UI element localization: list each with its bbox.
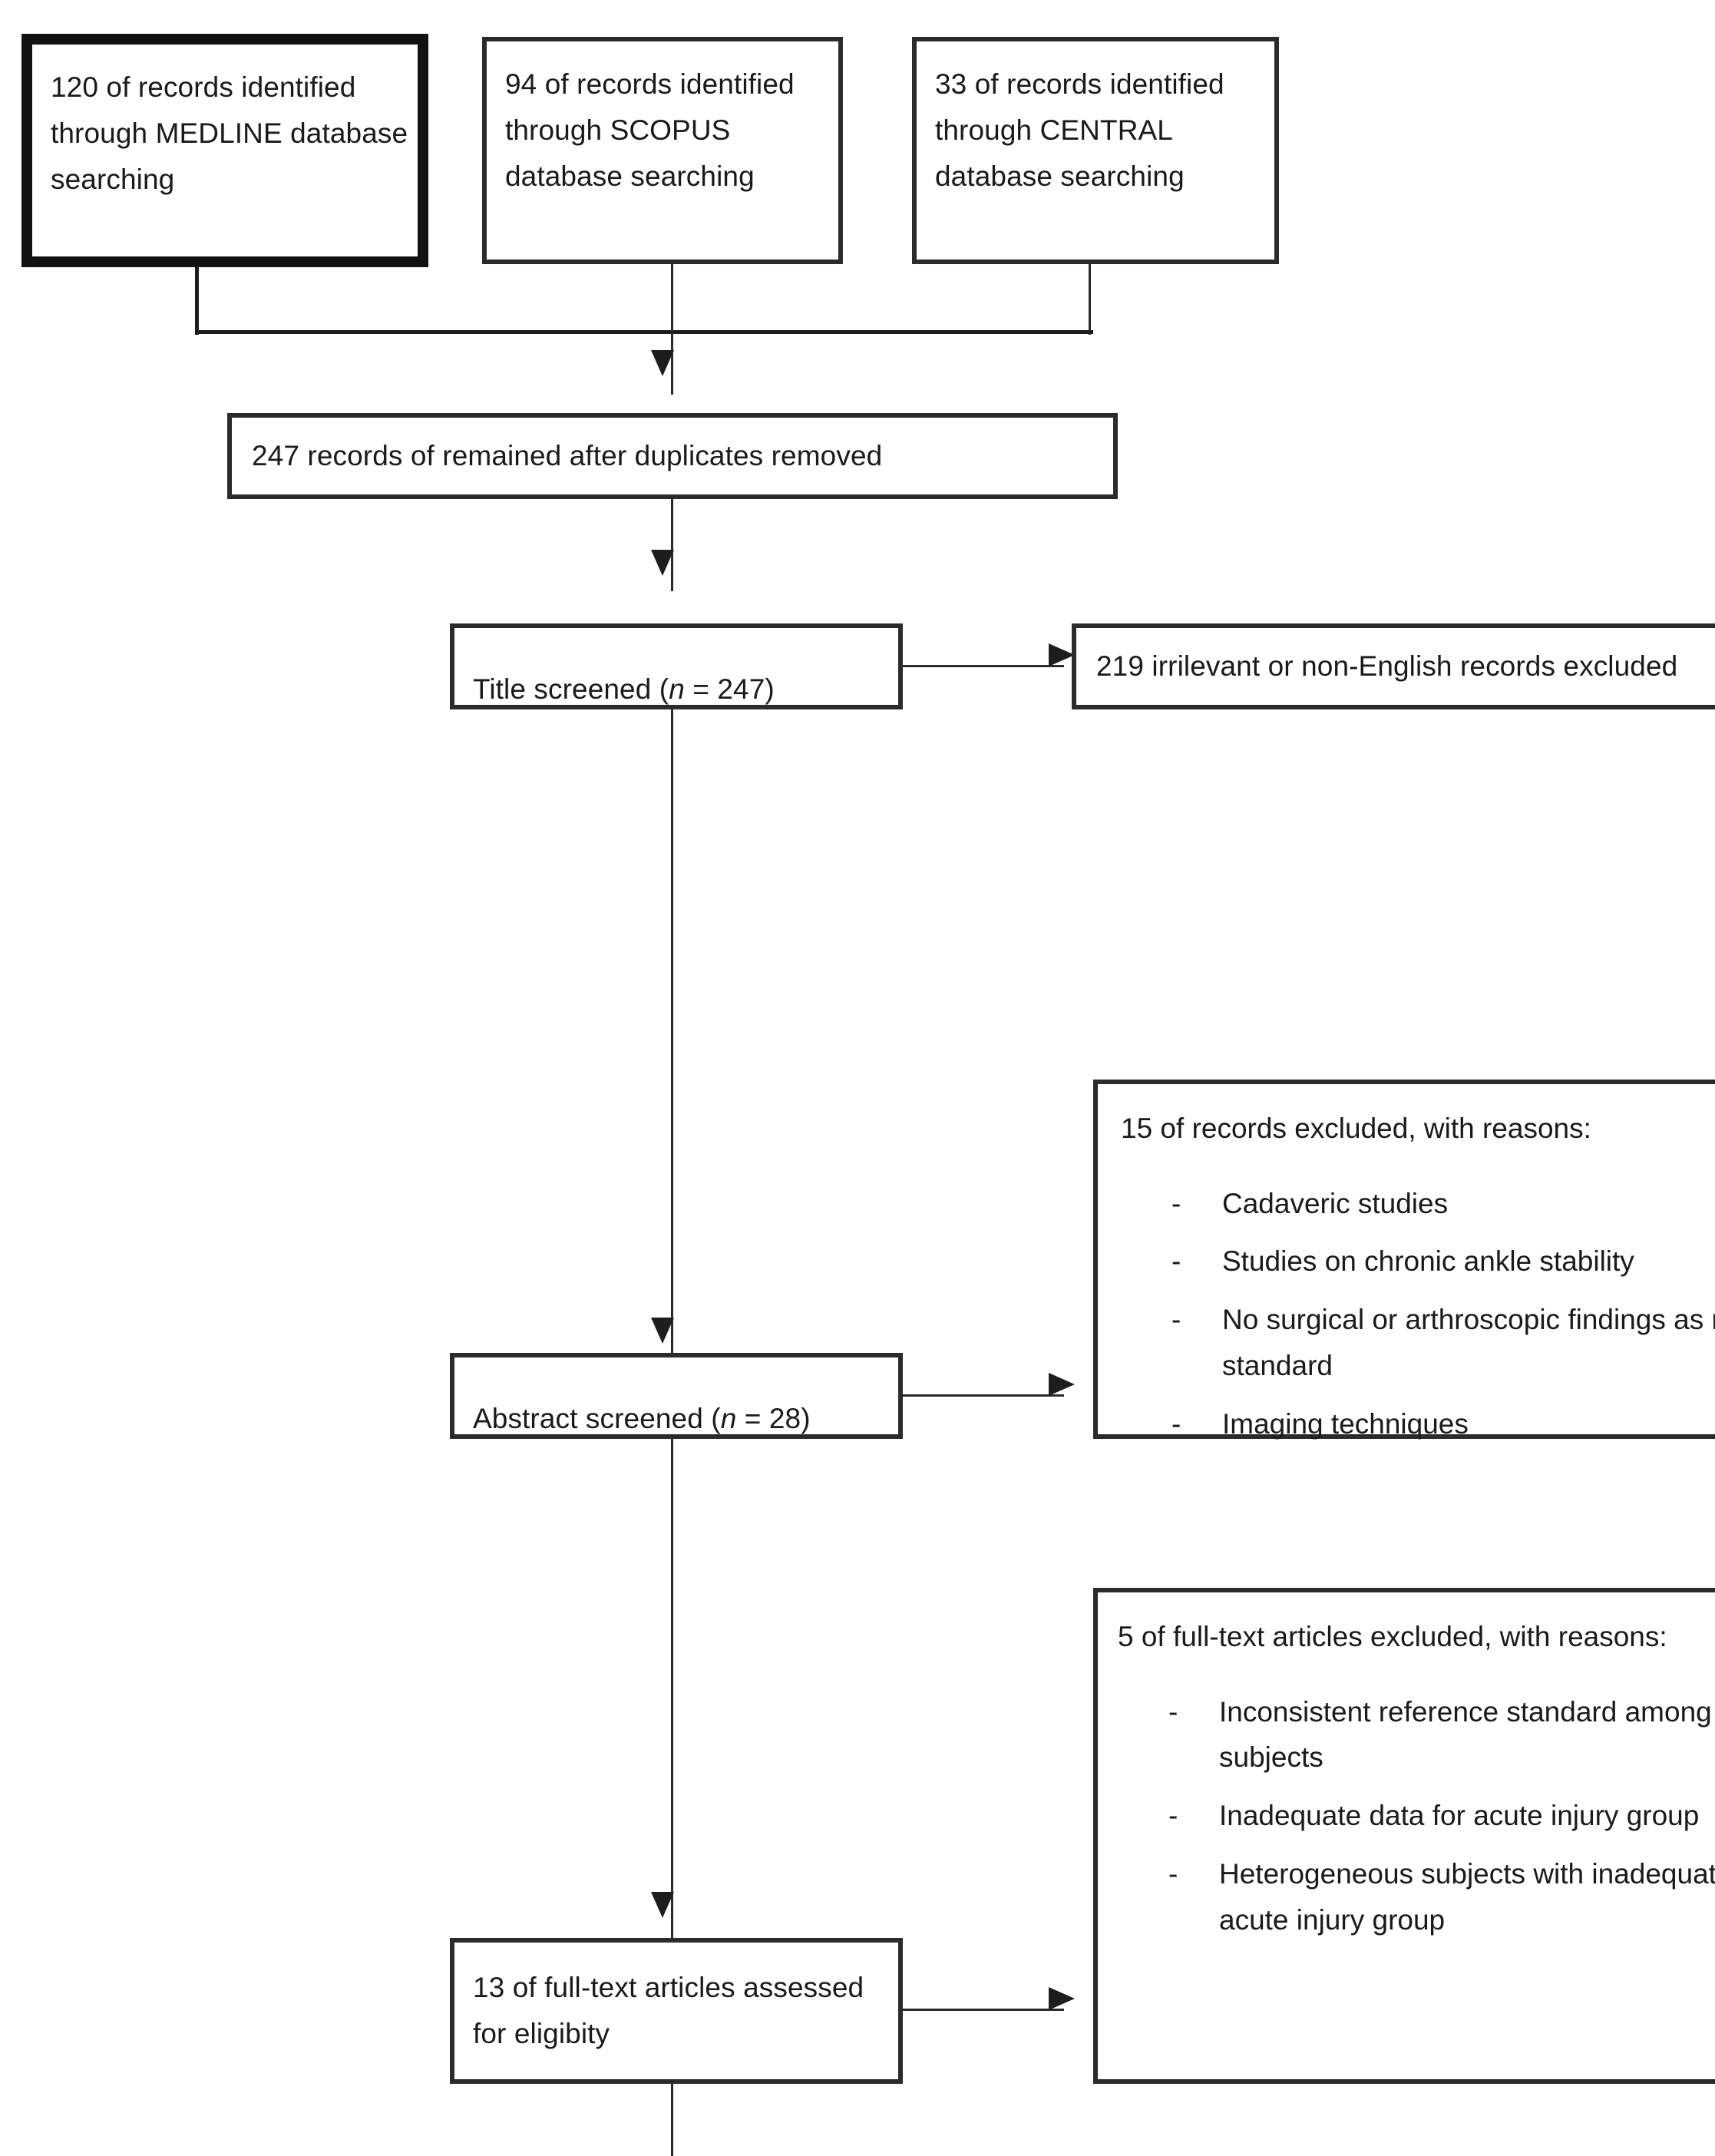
connector-fulltext-to-excluded	[903, 2009, 1064, 2011]
source-box-central: 33 of records identified through CENTRAL…	[912, 37, 1279, 264]
connector-merge-to-dedup	[671, 264, 673, 395]
title-screened-box: Title screened (n = 247)	[450, 623, 903, 709]
list-item: Inconsistent reference standard among th…	[1168, 1689, 1715, 1781]
fulltext-excluded-reason-list: Inconsistent reference standard among th…	[1118, 1689, 1715, 1944]
abstract-screened-suffix: = 28)	[736, 1403, 811, 1434]
source-box-scopus: 94 of records identified through SCOPUS …	[482, 37, 843, 264]
connector-title-to-abstract	[671, 709, 673, 1365]
title-excluded-text: 219 irrilevant or non-English records ex…	[1096, 650, 1678, 683]
arrow-merge-to-dedup	[651, 350, 674, 376]
abstract-screened-n-symbol: n	[720, 1403, 737, 1434]
connector-abstract-to-excluded	[903, 1394, 1064, 1397]
connector-fulltext-to-included	[671, 2084, 673, 2156]
arrow-dedup-to-title	[651, 550, 674, 576]
abstract-excluded-content: 15 of records excluded, with reasons: Ca…	[1098, 1084, 1715, 1460]
dedup-box: 247 records of remained after duplicates…	[227, 413, 1118, 499]
list-item: Studies on chronic ankle stability	[1171, 1238, 1715, 1285]
source-box-scopus-text: 94 of records identified through SCOPUS …	[505, 68, 795, 192]
title-screened-prefix: Title screened (	[473, 673, 669, 705]
connector-medline-down	[195, 267, 199, 335]
fulltext-assessed-text: 13 of full-text articles assessed for el…	[473, 1972, 864, 2049]
abstract-excluded-heading: 15 of records excluded, with reasons:	[1121, 1113, 1591, 1144]
fulltext-assessed-box: 13 of full-text articles assessed for el…	[450, 1938, 903, 2084]
arrow-title-to-abstract	[651, 1318, 674, 1344]
arrow-title-to-excluded	[1049, 643, 1075, 666]
connector-abstract-to-fulltext	[671, 1439, 673, 1938]
arrow-abstract-to-fulltext	[651, 1892, 674, 1918]
arrow-fulltext-to-excluded	[1049, 1987, 1075, 2010]
connector-title-to-excluded	[903, 665, 1064, 667]
abstract-excluded-box: 15 of records excluded, with reasons: Ca…	[1093, 1080, 1715, 1447]
list-item: Imaging techniques	[1171, 1401, 1715, 1447]
title-screened-suffix: = 247)	[684, 673, 775, 705]
connector-merge-bar	[195, 330, 1093, 334]
fulltext-excluded-heading: 5 of full-text articles excluded, with r…	[1118, 1621, 1667, 1652]
title-screened-text: Title screened (n = 247)	[454, 620, 898, 713]
list-item: No surgical or arthroscopic findings as …	[1171, 1297, 1715, 1389]
arrow-abstract-to-excluded	[1049, 1373, 1075, 1396]
source-box-central-text: 33 of records identified through CENTRAL…	[935, 68, 1224, 192]
connector-dedup-to-title	[671, 499, 673, 591]
dedup-box-text: 247 records of remained after duplicates…	[252, 440, 883, 472]
source-box-medline-text: 120 of records identified through MEDLIN…	[51, 71, 408, 195]
abstract-excluded-reason-list: Cadaveric studies Studies on chronic ank…	[1121, 1181, 1715, 1448]
list-item: Cadaveric studies	[1171, 1181, 1715, 1227]
connector-central-down	[1089, 264, 1091, 335]
abstract-screened-text: Abstract screened (n = 28)	[454, 1350, 898, 1442]
source-box-medline: 120 of records identified through MEDLIN…	[21, 34, 428, 267]
list-item: Inadequate data for acute injury group	[1168, 1793, 1715, 1839]
list-item: Heterogeneous subjects with inadequate d…	[1168, 1851, 1715, 1943]
title-screened-n-symbol: n	[669, 673, 685, 705]
fulltext-excluded-content: 5 of full-text articles excluded, with r…	[1098, 1592, 1715, 1956]
fulltext-excluded-box: 5 of full-text articles excluded, with r…	[1093, 1588, 1715, 2084]
abstract-screened-prefix: Abstract screened (	[473, 1403, 721, 1434]
title-excluded-box: 219 irrilevant or non-English records ex…	[1072, 623, 1715, 709]
abstract-screened-box: Abstract screened (n = 28)	[450, 1353, 903, 1439]
